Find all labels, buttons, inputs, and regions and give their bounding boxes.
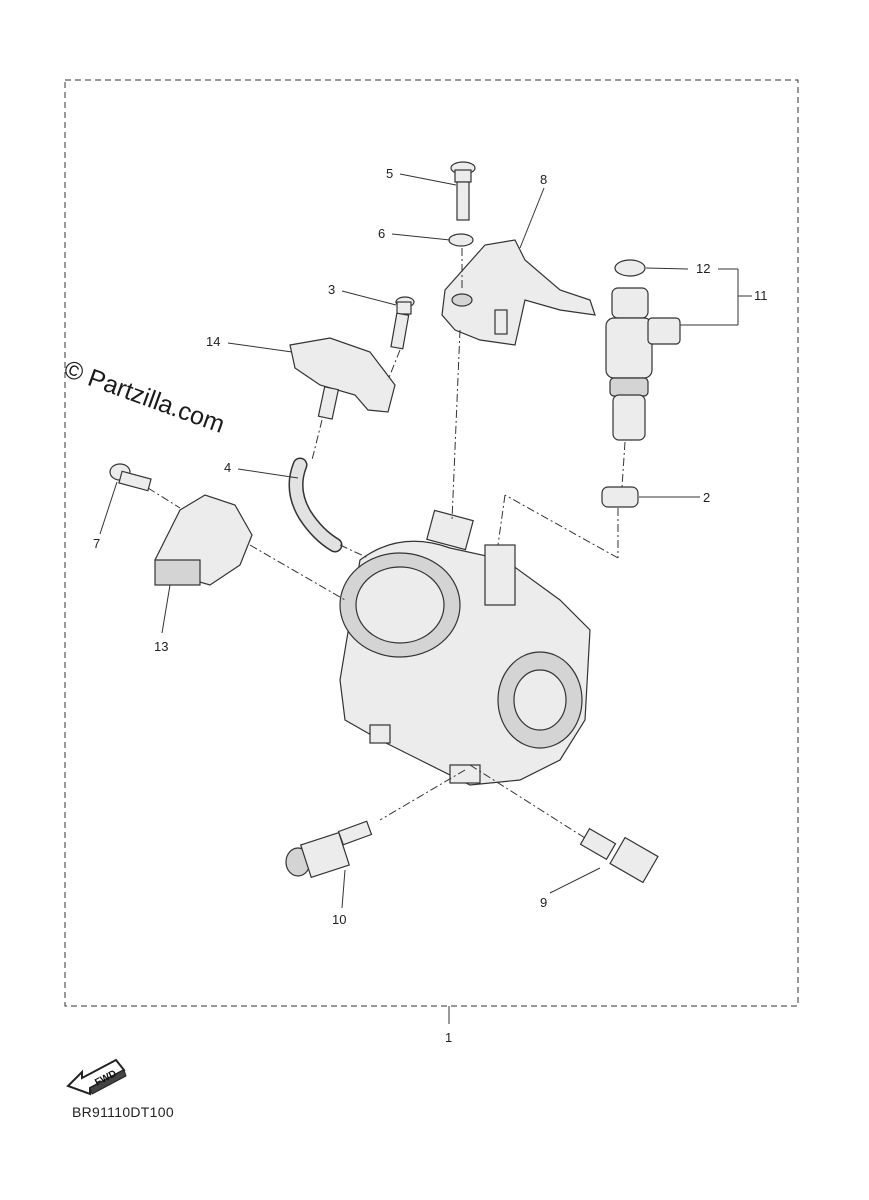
callout-13: 13 [154,639,168,654]
callout-6: 6 [378,226,385,241]
sensor-9 [579,827,659,884]
callout-1: 1 [445,1030,452,1045]
screw-7 [109,463,152,492]
callout-10: 10 [332,912,346,927]
callout-12: 12 [696,261,710,276]
sensor-14 [289,337,396,420]
o-ring-12 [614,259,646,277]
callout-2: 2 [703,490,710,505]
callout-labels: 1 2 3 4 5 6 7 8 9 10 11 12 13 14 [93,166,768,1045]
callout-3: 3 [328,282,335,297]
callout-14: 14 [206,334,220,349]
callout-5: 5 [386,166,393,181]
delivery-pipe-8 [441,239,596,346]
washer-6 [448,233,474,247]
sensor-13 [154,494,253,586]
callout-4: 4 [224,460,231,475]
callout-9: 9 [540,895,547,910]
screw-3 [390,296,415,350]
nut-2 [601,486,639,508]
assembly-boundary [64,79,799,1007]
bolt-5 [450,161,476,221]
callout-11: 11 [754,288,768,303]
sensor-10 [285,820,373,879]
throttle-body [339,509,591,786]
leader-lines [99,173,752,909]
callout-8: 8 [540,172,547,187]
callout-7: 7 [93,536,100,551]
fwd-arrow-icon: FWD [66,1058,127,1096]
injector-11 [605,287,681,441]
diagram-code: BR91110DT100 [72,1104,174,1120]
